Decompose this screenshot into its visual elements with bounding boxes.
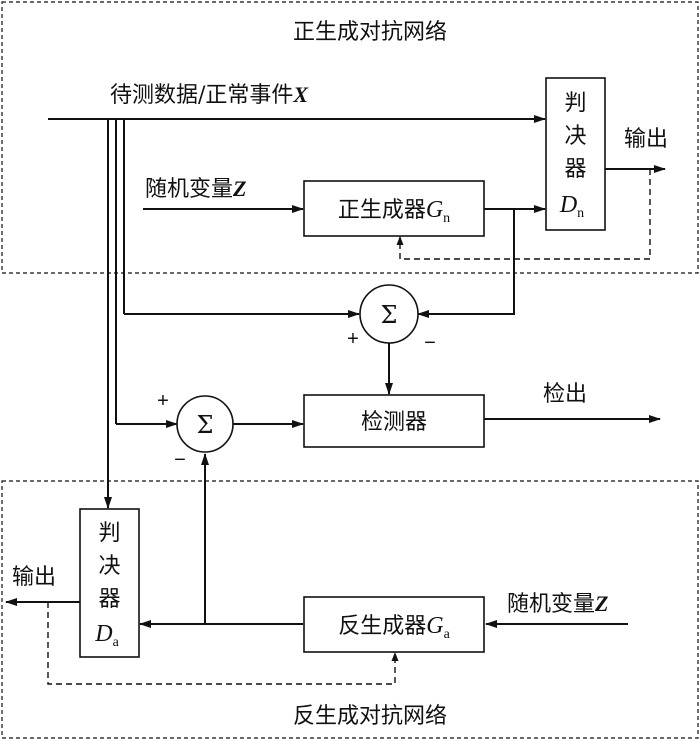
positive-discriminator-char-3: 器 [564,157,586,182]
negative-output-label: 输出 [12,565,56,590]
negative-discriminator-char-3: 器 [98,587,120,612]
summing-junction-2-symbol: Σ [197,411,214,439]
positive-generator-block [303,180,485,237]
positive-discriminator-char-1: 判 [564,91,586,116]
da-feedback-to-ga [47,602,399,685]
input-data-label: 待测数据/正常事件X [110,82,309,108]
positive-gan-title: 正生成对抗网络 [293,20,447,45]
negative-gan-title: 反生成对抗网络 [293,704,447,729]
summing-junction-1-symbol: Σ [381,301,398,329]
detector-label: 检测器 [361,410,427,435]
positive-generator-label: 正生成器Gn [338,197,450,226]
summing-junction-1 [359,284,419,344]
detection-output-label: 检出 [543,382,587,407]
negative-discriminator-char-2: 决 [98,554,120,579]
negative-generator-block [303,596,485,653]
gn-to-sum1 [417,209,515,318]
negative-discriminator-symbol: Da [94,621,119,650]
negative-discriminator-block [79,508,140,658]
positive-output-label: 输出 [624,127,668,152]
noise-label-top: 随机变量Z [145,176,246,202]
summing-junction-1-plus: + [347,328,359,350]
summing-junction-2 [176,395,234,453]
positive-discriminator-symbol: Dn [559,192,584,221]
dn-feedback-to-gn [396,169,651,260]
summing-junction-2-plus: + [157,390,169,412]
summing-junction-2-minus: − [174,449,186,471]
positive-discriminator-block [545,77,606,231]
negative-generator-label: 反生成器Ga [338,613,450,642]
positive-discriminator-char-2: 决 [564,124,586,149]
negative-discriminator-char-1: 判 [98,521,120,546]
noise-label-bottom: 随机变量Z [507,591,608,617]
summing-junction-1-minus: − [424,332,436,354]
detector-block [303,394,485,448]
